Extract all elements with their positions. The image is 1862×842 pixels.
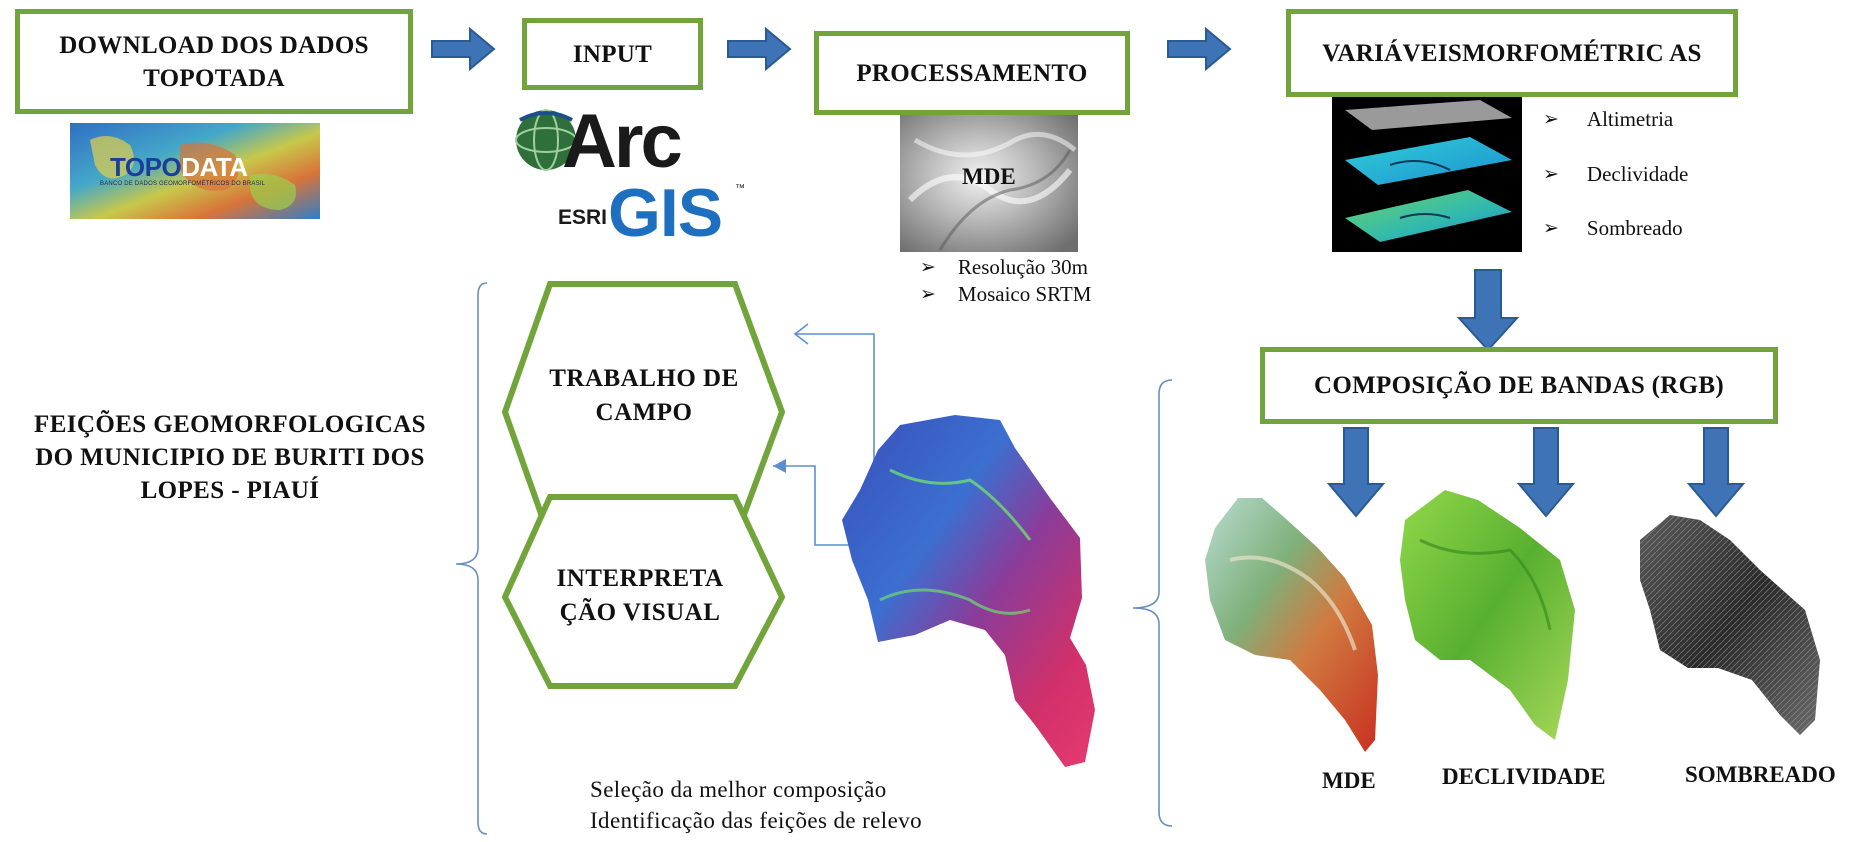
arcgis-arc-text: Arc: [562, 99, 683, 184]
variable-sombreado: ➢ Sombreado: [1543, 216, 1683, 241]
down-arrow-mde: [1326, 427, 1386, 518]
arrowhead-bullet-icon: ➢: [1543, 164, 1559, 185]
composition-box: COMPOSIÇÃO DE BANDAS (RGB): [1260, 347, 1778, 424]
arcgis-gis-text: GIS: [608, 175, 723, 251]
result-title: FEIÇÕES GEOMORFOLOGICAS DO MUNICIPIO DE …: [34, 411, 426, 504]
hexagon-label-interpretacao: INTERPRETA ÇÃO VISUAL: [556, 565, 724, 626]
variable-altimetria-text: Altimetria: [1586, 107, 1674, 131]
step-box-input: INPUT: [522, 18, 703, 90]
right-curly-bracket: [1132, 379, 1173, 827]
flow-arrow-1: [431, 26, 496, 72]
composition-label: COMPOSIÇÃO DE BANDAS (RGB): [1314, 372, 1724, 399]
step-label-processamento: PROCESSAMENTO: [856, 59, 1088, 87]
variable-sombreado-text: Sombreado: [1586, 216, 1683, 240]
topodata-logo: [70, 123, 320, 219]
arrowhead-bullet-icon: ➢: [1543, 218, 1559, 239]
note-selecao: Seleção da melhor composição: [590, 777, 887, 802]
step-label-download: DOWNLOAD DOS DADOS TOPOTADA: [59, 31, 369, 92]
flow-arrow-2: [727, 26, 792, 72]
topodata-brand-topo: TOPO: [110, 152, 182, 182]
hexagon-interpretacao-visual: [501, 494, 786, 689]
arrowhead-bullet-icon: ➢: [1543, 109, 1559, 130]
topodata-brand-data: DATA: [181, 152, 248, 182]
mde-band-map: [1205, 498, 1378, 752]
step-label-variaveis: VARIÁVEISMORFOMÉTRIC AS: [1322, 39, 1702, 67]
caption-sombreado: SOMBREADO: [1685, 762, 1836, 787]
step-box-variaveis: VARIÁVEISMORFOMÉTRIC AS: [1286, 9, 1738, 97]
topodata-wordmark: TOPODATA: [110, 152, 248, 183]
arrowhead-bullet-icon: ➢: [920, 284, 936, 305]
bullet-mosaico-text: Mosaico SRTM: [957, 282, 1092, 306]
bullet-resolucao: ➢ Resolução 30m: [920, 255, 1088, 280]
arcgis-esri-text: ESRI: [558, 206, 608, 229]
down-arrow-declividade: [1516, 427, 1576, 518]
arcgis-trademark: ™: [735, 183, 745, 194]
hexagon-label-trabalho: TRABALHO DE CAMPO: [549, 365, 739, 426]
variable-declividade-text: Declividade: [1586, 162, 1689, 186]
variable-declividade: ➢ Declividade: [1543, 162, 1688, 187]
declividade-band-map: [1400, 490, 1575, 740]
step-box-download: DOWNLOAD DOS DADOS TOPOTADA: [15, 9, 413, 114]
down-arrow-sombreado: [1686, 427, 1746, 518]
caption-mde: MDE: [1322, 768, 1376, 793]
down-arrow-variables: [1456, 269, 1520, 352]
mde-thumb-label: MDE: [962, 164, 1016, 189]
left-curly-bracket: [455, 282, 488, 835]
caption-declividade: DECLIVIDADE: [1442, 764, 1606, 789]
flow-arrow-3: [1167, 26, 1232, 72]
connector-lines: [773, 323, 875, 546]
bullet-resolucao-text: Resolução 30m: [957, 255, 1088, 279]
variable-altimetria: ➢ Altimetria: [1543, 107, 1673, 132]
rgb-composite-map: [842, 415, 1095, 767]
bullet-mosaico: ➢ Mosaico SRTM: [920, 282, 1091, 307]
morphometric-layers-image: [1332, 97, 1522, 252]
mde-thumbnail: [900, 115, 1078, 252]
arcgis-globe-icon: [515, 109, 577, 171]
step-box-processamento: PROCESSAMENTO: [814, 31, 1130, 115]
step-label-input: INPUT: [572, 40, 653, 68]
arrowhead-bullet-icon: ➢: [920, 257, 936, 278]
note-identificacao: Identificação das feições de relevo: [590, 808, 922, 833]
topodata-tagline: BANCO DE DADOS GEOMORFOMÉTRICOS DO BRASI…: [100, 181, 266, 187]
